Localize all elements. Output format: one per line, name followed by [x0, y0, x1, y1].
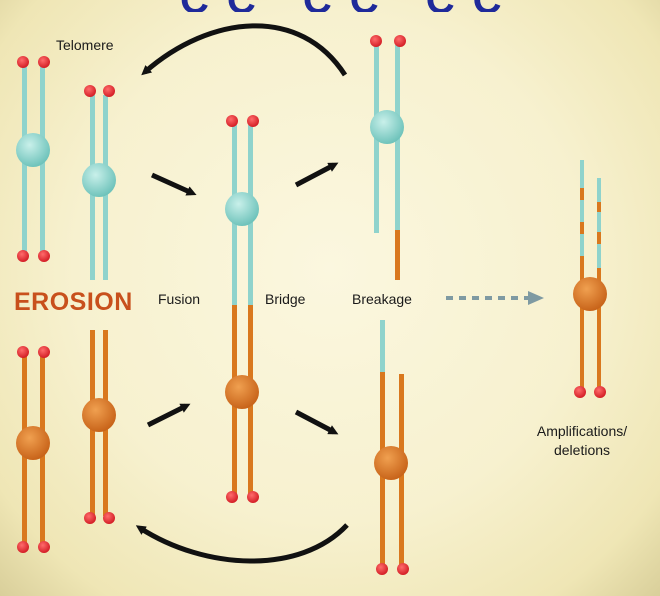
chromosome-teal-left [16, 56, 50, 262]
label-fusion: Fusion [158, 291, 201, 307]
telomere-cap [17, 346, 29, 358]
telomere-cap [17, 541, 29, 553]
arrow-dotted-to-rearranged [446, 291, 544, 305]
chromosome-rearranged [573, 160, 607, 398]
telomere-cap [17, 56, 29, 68]
arrow-to-breakage-top [294, 162, 339, 188]
chromosome-orange-left [16, 346, 50, 553]
telomere-cap [574, 386, 586, 398]
label-amplifications-deletions: Amplifications/ deletions [522, 422, 642, 460]
label-amplifications-line1: Amplifications/ [536, 423, 628, 439]
arrow-return-top [141, 23, 348, 77]
label-amplifications-line2: deletions [553, 442, 611, 458]
telomere-cap [17, 250, 29, 262]
arrow-to-fusion-bottom [146, 403, 191, 428]
telomere-cap [38, 56, 50, 68]
slide-title-fragment: CC CC CC [180, 0, 660, 12]
telomere-cap [247, 491, 259, 503]
chromosome-broken-top [370, 35, 406, 280]
telomere-cap [397, 563, 409, 575]
telomere-cap [103, 512, 115, 524]
telomere-cap [38, 250, 50, 262]
chromosome-broken-bottom [374, 320, 409, 575]
arrow-to-breakage-bottom [294, 409, 339, 435]
telomere-cap [394, 35, 406, 47]
telomere-cap [84, 85, 96, 97]
arrow-return-bottom [135, 523, 349, 564]
label-telomere: Telomere [56, 37, 114, 53]
arrow-to-fusion-top [150, 172, 197, 196]
chromosome-fused-dicentric [225, 115, 259, 503]
telomere-cap [38, 541, 50, 553]
telomere-cap [247, 115, 259, 127]
telomere-cap [594, 386, 606, 398]
telomere-cap [103, 85, 115, 97]
telomere-cap [38, 346, 50, 358]
telomere-cap [84, 512, 96, 524]
label-bridge: Bridge [265, 291, 306, 307]
chromosome-orange-eroded [82, 330, 116, 524]
label-breakage: Breakage [352, 291, 412, 307]
telomere-cap [226, 115, 238, 127]
label-erosion: EROSION [14, 288, 133, 316]
telomere-cap [226, 491, 238, 503]
chromosome-teal-eroded [82, 85, 116, 280]
telomere-cap [370, 35, 382, 47]
telomere-cap [376, 563, 388, 575]
